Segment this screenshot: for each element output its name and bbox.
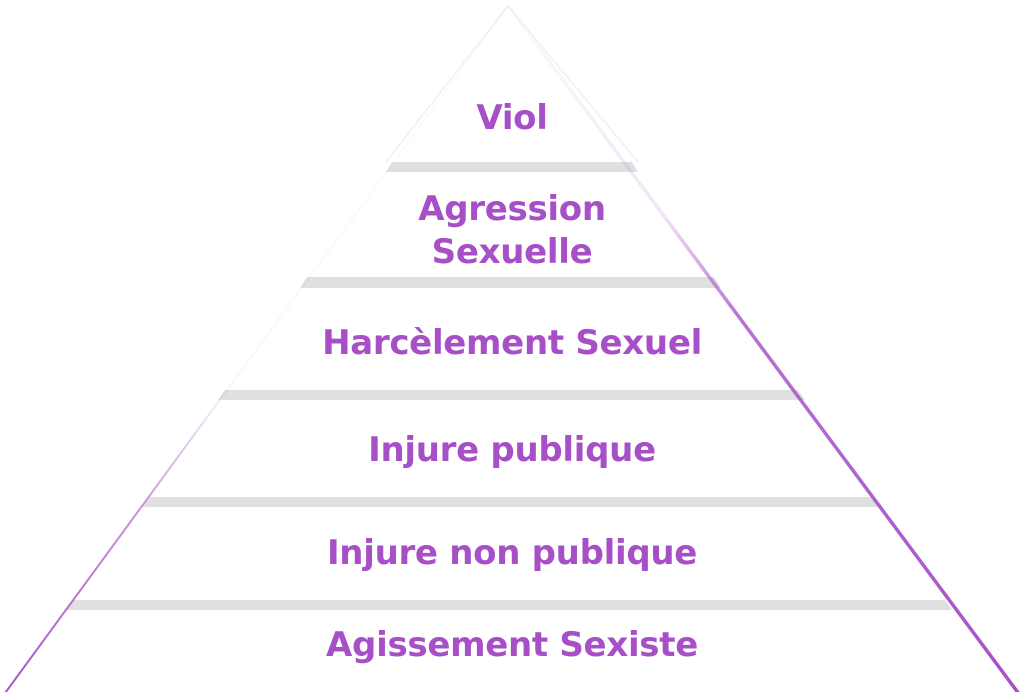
separator-4 [142, 497, 878, 507]
separator-3 [218, 390, 805, 400]
separator-2 [300, 277, 721, 288]
level-agression-sexuelle-label-line1: Agression [418, 189, 606, 229]
separator-5 [66, 600, 952, 610]
level-injure-non-publique-label: Injure non publique [326, 533, 698, 573]
pyramid-left-edge [4, 5, 509, 692]
separator-1 [386, 162, 638, 172]
level-harcelement-sexuel-label: Harcèlement Sexuel [322, 323, 702, 363]
level-agissement-sexiste-label: Agissement Sexiste [326, 625, 698, 665]
pyramid-right-edge [506, 4, 1020, 692]
level-agression-sexuelle-label-line2: Sexuelle [431, 232, 593, 272]
level-viol-label: Viol [476, 98, 548, 138]
level-injure-publique-label: Injure publique [368, 430, 656, 470]
